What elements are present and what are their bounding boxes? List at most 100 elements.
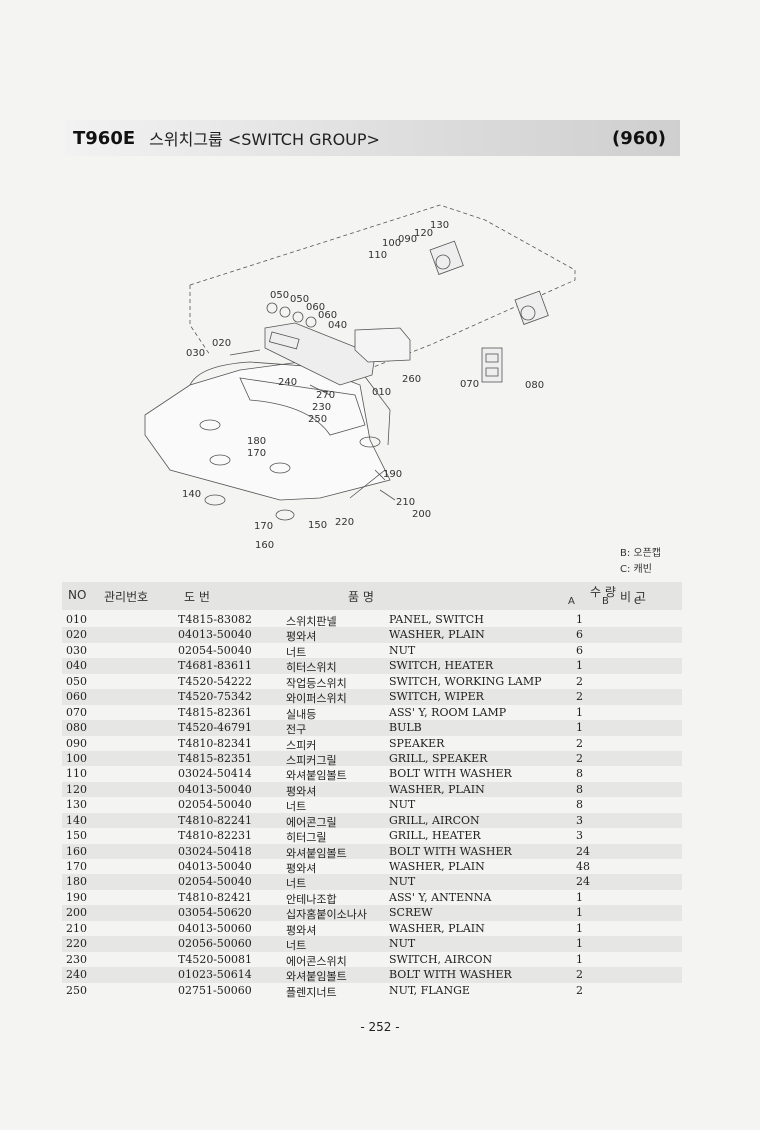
- page-number: - 252 -: [360, 1020, 400, 1034]
- cell-part-no: 02056-50060: [178, 937, 252, 951]
- cell-name-kr: 평와셔: [286, 923, 317, 937]
- cell-no: 050: [66, 674, 87, 688]
- room-lamp: [481, 347, 503, 383]
- room-lamp-lens-1: [485, 353, 499, 363]
- cell-name-en: SCREW: [389, 906, 433, 920]
- leader-210: [379, 489, 396, 501]
- cell-part-no: 03054-50620: [178, 906, 252, 920]
- cell-qty: 2: [576, 751, 583, 765]
- cell-name-en: SWITCH, WIPER: [389, 690, 484, 704]
- cell-name-kr: 와이퍼스위치: [286, 692, 347, 706]
- cell-qty: 48: [576, 860, 590, 873]
- cell-no: 120: [66, 782, 87, 796]
- cell-no: 040: [66, 659, 87, 673]
- cell-name-en: GRILL, HEATER: [389, 829, 481, 843]
- diagram-svg: 130 120 090 100 110 050 050 060 060 040 …: [144, 204, 576, 551]
- cell-name-en: GRILL, SPEAKER: [389, 751, 488, 765]
- cell-name-kr: 와셔붙임볼트: [286, 970, 347, 984]
- cell-part-no: T4681-83611: [178, 659, 253, 673]
- cell-name-kr: 평와셔: [286, 784, 317, 798]
- cell-qty: 2: [576, 690, 583, 704]
- cell-part-no: T4810-82341: [178, 736, 253, 750]
- speaker-lower: [514, 290, 549, 325]
- header-quantity: 수 량: [590, 585, 616, 599]
- cell-no: 160: [66, 844, 87, 858]
- cell-name-kr: 너트: [286, 645, 307, 659]
- cell-qty: 2: [576, 674, 583, 688]
- callout-080: 080: [525, 380, 544, 391]
- cell-name-en: SWITCH, AIRCON: [389, 952, 493, 966]
- cell-qty: 8: [576, 767, 583, 781]
- cell-no: 020: [66, 628, 87, 642]
- cell-qty: 2: [576, 736, 583, 750]
- cell-name-en: BOLT WITH WASHER: [389, 767, 512, 781]
- cell-part-no: 02751-50060: [178, 983, 252, 997]
- roof-outline: [189, 204, 576, 381]
- cell-part-no: T4520-46791: [178, 721, 253, 735]
- cell-name-en: NUT: [389, 643, 416, 657]
- cell-part-no: 04013-50040: [178, 628, 252, 642]
- grill-hole-2: [209, 454, 231, 466]
- cell-qty: 24: [576, 844, 590, 858]
- cell-name-en: NUT: [389, 937, 416, 951]
- cell-name-kr: 플렌지너트: [286, 985, 337, 999]
- cell-part-no: T4810-82231: [178, 829, 253, 843]
- cell-name-kr: 작업등스위치: [286, 676, 347, 690]
- cell-name-kr: 스피커그릴: [286, 753, 337, 767]
- cell-part-no: T4815-82351: [178, 751, 253, 765]
- header-qty-c: C: [634, 596, 641, 607]
- switch-panel: [264, 322, 376, 386]
- cell-qty: 1: [576, 890, 583, 904]
- cell-qty: 2: [576, 983, 583, 997]
- cell-qty: 8: [576, 798, 583, 812]
- leader-190: [374, 469, 386, 481]
- cell-no: 030: [66, 643, 87, 657]
- callout-270: 270: [316, 390, 335, 401]
- headliner-panel: [144, 361, 391, 501]
- callout-100: 100: [382, 238, 401, 249]
- roof-edge: [189, 285, 211, 356]
- cell-name-kr: 십자홈붙이소나사: [286, 908, 367, 922]
- cell-name-en: WASHER, PLAIN: [389, 921, 485, 935]
- cell-name-en: PANEL, SWITCH: [389, 613, 484, 626]
- cell-no: 070: [66, 705, 87, 719]
- cell-qty: 1: [576, 937, 583, 951]
- cell-part-no: 01023-50614: [178, 968, 252, 982]
- cell-name-en: NUT, FLANGE: [389, 983, 470, 997]
- header-qty-a: A: [568, 596, 575, 607]
- cell-qty: 1: [576, 952, 583, 966]
- cell-qty: 1: [576, 705, 583, 719]
- cell-no: 200: [66, 906, 87, 920]
- cell-part-no: 04013-50040: [178, 860, 252, 873]
- callout-040: 040: [328, 320, 347, 331]
- callout-070: 070: [460, 379, 479, 390]
- callout-210: 210: [396, 497, 415, 508]
- cell-no: 150: [66, 829, 87, 843]
- cell-part-no: T4815-83082: [178, 613, 253, 626]
- cell-qty: 3: [576, 829, 583, 843]
- cell-no: 220: [66, 937, 87, 951]
- cell-qty: 1: [576, 921, 583, 935]
- callout-060-a: 060: [306, 302, 325, 313]
- callout-050-a: 050: [270, 290, 289, 301]
- callout-050-b: 050: [290, 294, 309, 305]
- cell-part-no: 04013-50040: [178, 782, 252, 796]
- room-lamp-lens-2: [485, 367, 499, 377]
- cell-no: 130: [66, 798, 87, 812]
- callout-030: 030: [186, 348, 205, 359]
- cell-no: 080: [66, 721, 87, 735]
- cell-name-en: WASHER, PLAIN: [389, 860, 485, 873]
- grill-hole-3: [269, 462, 291, 474]
- callout-230: 230: [312, 402, 331, 413]
